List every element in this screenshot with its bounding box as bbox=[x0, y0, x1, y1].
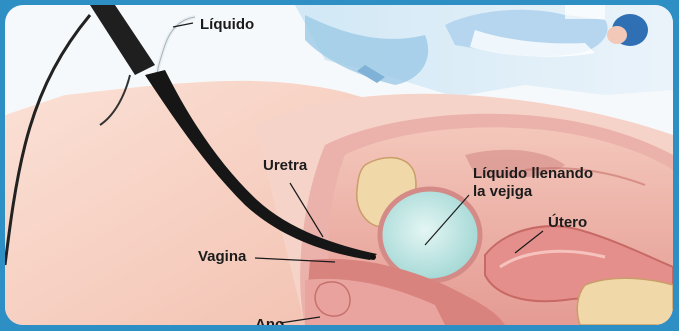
pelvic-cross-section bbox=[300, 114, 673, 325]
illustration-panel: Líquido Uretra Líquido llenando la vejig… bbox=[5, 5, 673, 325]
label-vagina: Vagina bbox=[198, 248, 246, 265]
bladder bbox=[380, 189, 480, 281]
label-ano: Ano bbox=[255, 316, 284, 325]
exam-scene-inset bbox=[295, 5, 673, 97]
sacrum-bone bbox=[577, 278, 673, 325]
label-liquido-vejiga-line2: la vejiga bbox=[473, 183, 532, 200]
label-liquido-vejiga-line1: Líquido llenando bbox=[473, 165, 593, 182]
label-utero: Útero bbox=[548, 214, 587, 231]
label-uretra: Uretra bbox=[263, 157, 307, 174]
anus bbox=[315, 282, 350, 316]
label-liquido: Líquido bbox=[200, 16, 254, 33]
